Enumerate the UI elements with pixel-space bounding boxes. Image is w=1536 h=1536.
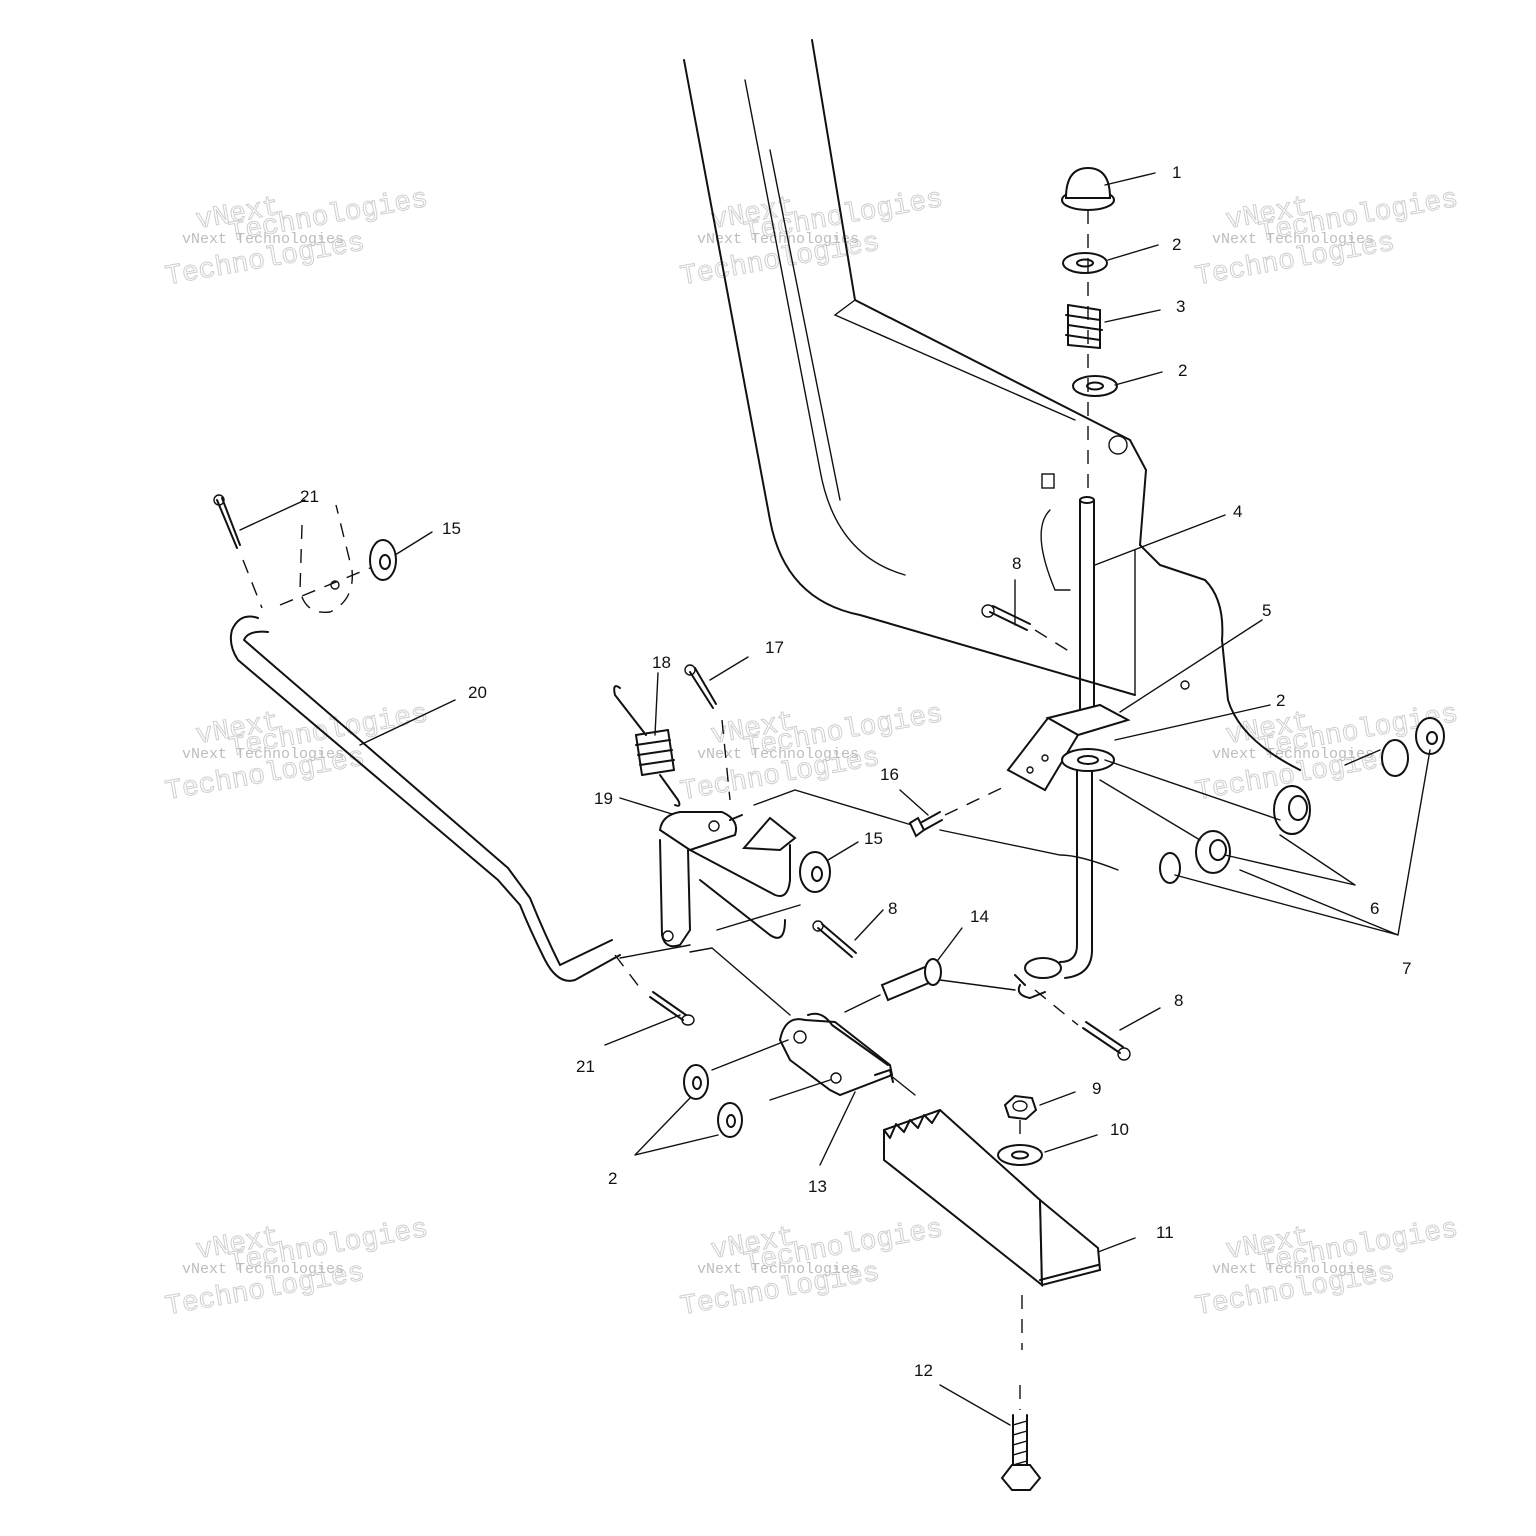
callout-4: 4 — [1233, 502, 1242, 521]
callout-13: 13 — [808, 1177, 827, 1196]
pin-part-21-top — [213, 494, 263, 609]
callout-5: 5 — [1262, 601, 1271, 620]
callout-21: 21 — [300, 487, 319, 506]
washer-part-2-lower — [1061, 748, 1115, 772]
bolt-part-12 — [1000, 1385, 1042, 1491]
washer-part-2-top — [1062, 252, 1108, 274]
watermark-text: vNext Technologies — [697, 1261, 859, 1278]
callout-21: 21 — [576, 1057, 595, 1076]
callout-9: 9 — [1092, 1079, 1101, 1098]
leader-lines — [239, 172, 1431, 1426]
frame-panel — [683, 39, 1301, 771]
callout-15: 15 — [442, 519, 461, 538]
callout-19: 19 — [594, 789, 613, 808]
watermark-text: vNext Technologies — [1212, 746, 1374, 763]
watermark-text: vNext Technologies — [1212, 231, 1374, 248]
washer-part-15-mid — [799, 851, 831, 893]
callout-8: 8 — [888, 899, 897, 918]
pedal-bracket-part-13 — [778, 1012, 916, 1097]
pin-part-8-upper — [981, 604, 1076, 656]
callout-18: 18 — [652, 653, 671, 672]
callout-20: 20 — [468, 683, 487, 702]
watermark-text: vNext Technologies — [182, 746, 344, 763]
pedal-part-11 — [883, 1108, 1102, 1350]
bracket-part-5 — [1006, 703, 1131, 792]
watermark-text: vNext Technologies — [182, 231, 344, 248]
bushing-part-6 — [1195, 785, 1311, 874]
callout-7: 7 — [1402, 959, 1411, 978]
pin-part-21-lower — [614, 954, 695, 1026]
washer-part-10 — [997, 1120, 1043, 1166]
cap-part-1 — [1061, 166, 1115, 211]
callout-6: 6 — [1370, 899, 1379, 918]
clevis-pin-part-14 — [844, 958, 1016, 1013]
nut-part-9 — [1003, 1094, 1038, 1121]
callout-15: 15 — [864, 829, 883, 848]
watermark-text: vNext Technologies — [697, 746, 859, 763]
callout-3: 3 — [1176, 297, 1185, 316]
bar-part-20 — [229, 615, 621, 982]
watermark-text: vNext Technologies — [1212, 1261, 1374, 1278]
callout-labels: 1 2 3 2 4 8 5 2 21 15 20 18 17 19 16 15 … — [300, 163, 1411, 1380]
callout-8: 8 — [1012, 554, 1021, 573]
callout-12: 12 — [914, 1361, 933, 1380]
callout-2: 2 — [1172, 235, 1181, 254]
rod-part-4 — [1059, 210, 1095, 979]
callout-2: 2 — [1276, 691, 1285, 710]
washers-part-2-bottom — [683, 1039, 831, 1138]
watermark-text: vNext Technologies — [697, 231, 859, 248]
arm-part-19 — [658, 811, 797, 948]
callout-10: 10 — [1110, 1120, 1129, 1139]
callout-16: 16 — [880, 765, 899, 784]
callout-17: 17 — [765, 638, 784, 657]
washer-part-2-mid — [1072, 375, 1118, 397]
washer-part-15-top — [279, 504, 397, 614]
callout-11: 11 — [1156, 1223, 1174, 1242]
pin-part-8-mid — [812, 920, 857, 958]
pin-part-17 — [684, 664, 731, 801]
spring-part-18 — [613, 685, 681, 807]
callout-8: 8 — [1174, 991, 1183, 1010]
callout-14: 14 — [970, 907, 989, 926]
watermark-text: vNext Technologies — [182, 1261, 344, 1278]
spring-part-3 — [1065, 304, 1103, 349]
rod-end — [1014, 957, 1062, 999]
callout-2: 2 — [608, 1169, 617, 1188]
washer-part-7 — [1159, 717, 1445, 884]
callout-2: 2 — [1178, 361, 1187, 380]
bolt-part-16 — [908, 784, 1009, 838]
callout-1: 1 — [1172, 163, 1181, 182]
pin-part-8-lower — [1034, 989, 1131, 1061]
